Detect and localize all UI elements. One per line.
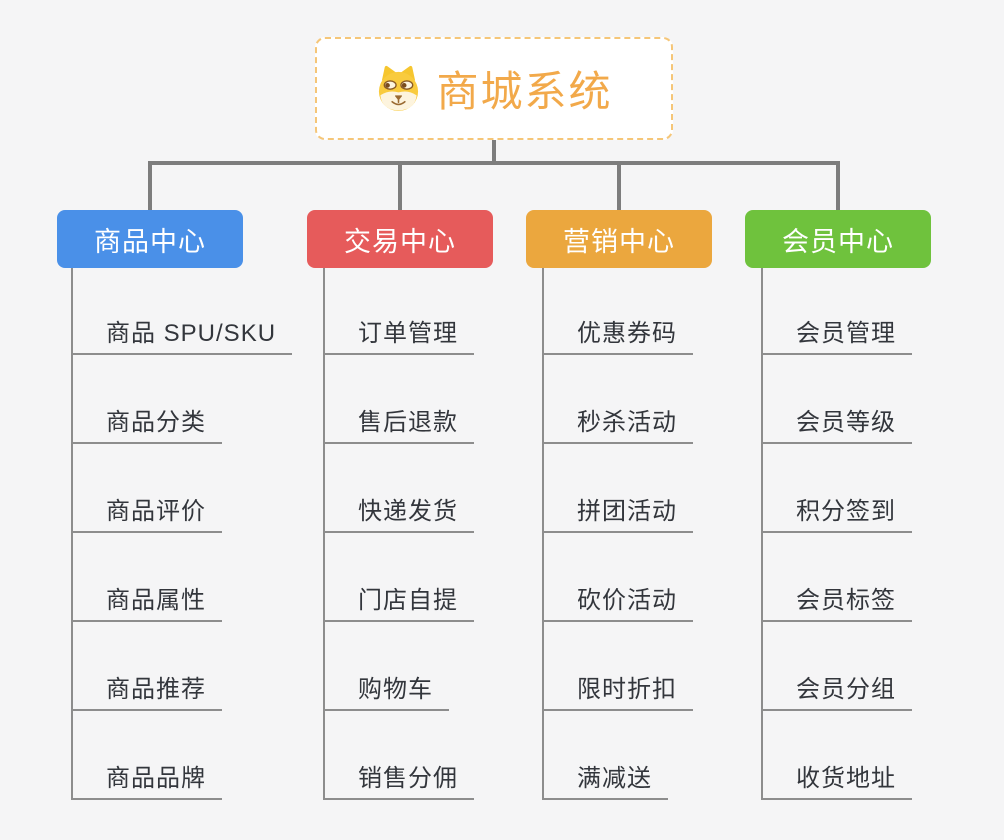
leaf-node[interactable]: 收货地址: [761, 765, 912, 800]
leaf-node[interactable]: 会员管理: [761, 320, 912, 355]
branch-stem-line: [761, 268, 763, 800]
connector-drop: [617, 161, 621, 210]
leaf-node[interactable]: 会员分组: [761, 676, 912, 711]
branch-node[interactable]: 商品中心: [57, 210, 243, 268]
leaf-node[interactable]: 会员标签: [761, 587, 912, 622]
connector-root-stem: [492, 140, 496, 163]
connector-drop: [836, 161, 840, 210]
branch-stem-line: [323, 268, 325, 800]
leaf-node[interactable]: 售后退款: [323, 409, 474, 444]
branch-stem-line: [71, 268, 73, 800]
leaf-node[interactable]: 满减送: [542, 765, 668, 800]
leaf-node[interactable]: 积分签到: [761, 498, 912, 533]
leaf-node[interactable]: 砍价活动: [542, 587, 693, 622]
leaf-node[interactable]: 购物车: [323, 676, 449, 711]
connector-drop: [148, 161, 152, 210]
doge-icon: [375, 65, 422, 112]
leaf-node[interactable]: 订单管理: [323, 320, 474, 355]
leaf-node[interactable]: 限时折扣: [542, 676, 693, 711]
leaf-node[interactable]: 门店自提: [323, 587, 474, 622]
leaf-node[interactable]: 秒杀活动: [542, 409, 693, 444]
branch-node[interactable]: 会员中心: [745, 210, 931, 268]
leaf-node[interactable]: 商品分类: [71, 409, 222, 444]
leaf-node[interactable]: 商品评价: [71, 498, 222, 533]
connector-horizontal-bar: [148, 161, 840, 165]
root-node[interactable]: 商城系统: [315, 37, 673, 140]
branch-stem-line: [542, 268, 544, 800]
leaf-node[interactable]: 商品推荐: [71, 676, 222, 711]
leaf-node[interactable]: 商品属性: [71, 587, 222, 622]
root-node-label: 商城系统: [436, 68, 613, 115]
leaf-node[interactable]: 优惠券码: [542, 320, 693, 355]
branch-node[interactable]: 营销中心: [526, 210, 712, 268]
leaf-node[interactable]: 会员等级: [761, 409, 912, 444]
leaf-node[interactable]: 销售分佣: [323, 765, 474, 800]
leaf-node[interactable]: 商品 SPU/SKU: [71, 320, 293, 355]
connector-drop: [398, 161, 402, 210]
leaf-node[interactable]: 商品品牌: [71, 765, 222, 800]
branch-node[interactable]: 交易中心: [307, 210, 493, 268]
leaf-node[interactable]: 快递发货: [323, 498, 474, 533]
leaf-node[interactable]: 拼团活动: [542, 498, 693, 533]
